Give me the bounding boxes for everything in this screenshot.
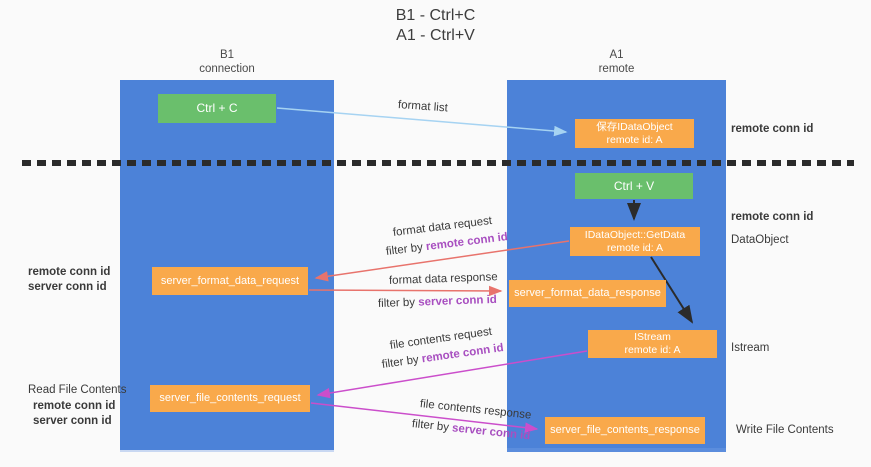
- diagram-title: B1 - Ctrl+C A1 - Ctrl+V: [0, 6, 871, 46]
- server-format-data-response-box: server_format_data_response: [509, 280, 666, 307]
- idataobject-getdata-box: IDataObject::GetData remote id: A: [570, 227, 700, 256]
- server-format-data-request-box: server_format_data_request: [152, 267, 308, 295]
- istream-side-label: Istream: [731, 342, 770, 354]
- remote-conn-id-label-bottom-left: remote conn id: [33, 400, 116, 412]
- lane-a1-name: A1: [609, 49, 624, 61]
- server-file-contents-request-label: server_file_contents_request: [159, 392, 301, 404]
- arrow-getdata-to-istream: [650, 256, 694, 324]
- ctrl-c-box: Ctrl + C: [158, 94, 276, 123]
- read-file-contents-label: Read File Contents: [28, 384, 127, 396]
- server-format-data-response-label: server_format_data_response: [514, 287, 661, 299]
- server-file-contents-response-label: server_file_contents_response: [550, 424, 700, 436]
- istream-line2: remote id: A: [624, 344, 681, 356]
- save-idataobject-line1: 保存IDataObject: [596, 120, 673, 133]
- dataobject-label: DataObject: [731, 234, 789, 246]
- ctrl-v-label: Ctrl + V: [613, 178, 655, 193]
- server-file-contents-response-box: server_file_contents_response: [545, 417, 705, 444]
- server-format-data-request-label: server_format_data_request: [160, 274, 300, 287]
- getdata-line2: remote id: A: [606, 241, 664, 254]
- server-conn-id-label-bottom-left: server conn id: [33, 415, 112, 427]
- server-file-contents-request-box: server_file_contents_request: [150, 385, 310, 412]
- write-file-contents-label: Write File Contents: [736, 424, 834, 436]
- filter-by-text: filter by: [377, 296, 419, 310]
- remote-conn-id-label-mid-right: remote conn id: [731, 211, 814, 223]
- lane-a1-role: remote: [598, 63, 635, 75]
- clipboard-boundary-dashed-line: [22, 160, 854, 166]
- arrow-format-data-response: [308, 285, 503, 297]
- lane-header-a1: A1 remote: [507, 48, 726, 76]
- getdata-line1: IDataObject::GetData: [584, 228, 686, 241]
- lane-header-b1: B1 connection: [120, 48, 334, 76]
- arrow-file-contents-response: [310, 402, 539, 433]
- title-line-1: B1 - Ctrl+C: [395, 7, 476, 24]
- arrow-file-contents-request: [316, 350, 588, 399]
- save-idataobject-line2: remote id: A: [606, 133, 663, 146]
- title-line-2: A1 - Ctrl+V: [396, 27, 475, 44]
- ctrl-c-label: Ctrl + C: [196, 101, 238, 115]
- remote-conn-id-label-top-right: remote conn id: [731, 123, 814, 135]
- lane-b1-name: B1: [219, 49, 235, 61]
- lane-b1-role: connection: [199, 63, 255, 75]
- istream-box: IStream remote id: A: [588, 330, 717, 358]
- save-idataobject-box: 保存IDataObject remote id: A: [575, 119, 694, 148]
- server-conn-id-label-top-left: server conn id: [28, 281, 107, 293]
- remote-conn-id-label-top-left: remote conn id: [28, 266, 111, 278]
- arrow-format-list: [276, 107, 568, 137]
- ctrl-v-box: Ctrl + V: [575, 173, 693, 199]
- arrow-format-data-request: [314, 240, 570, 282]
- istream-line1: IStream: [634, 331, 671, 343]
